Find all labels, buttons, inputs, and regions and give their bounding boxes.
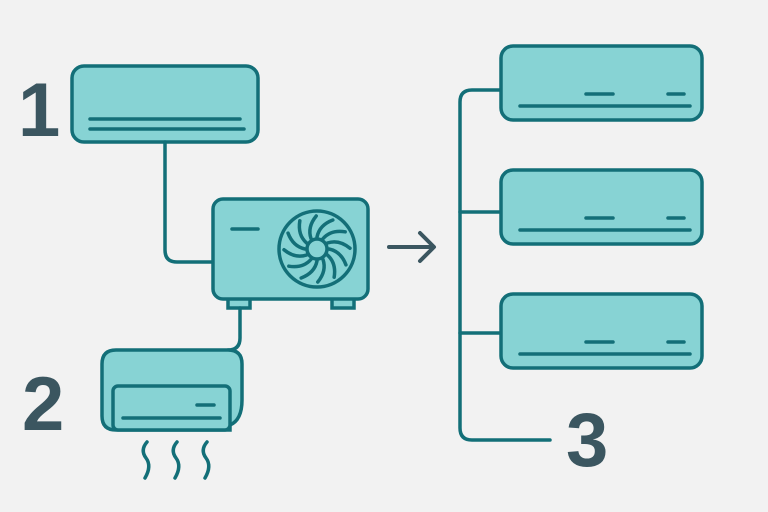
- outdoor-unit: [211, 197, 370, 310]
- indoor-unit-3-3: [499, 292, 704, 370]
- arrow-right-icon: [387, 231, 436, 263]
- indoor-unit-1: [70, 64, 260, 144]
- indoor-unit-3-2: [499, 168, 704, 246]
- indoor-unit-3-1: [499, 44, 704, 122]
- heat-waves-icon: [141, 440, 211, 480]
- label-2: 2: [22, 362, 64, 447]
- indoor-unit-2: [100, 348, 244, 432]
- multi-split-trunk-pipe: [458, 88, 552, 442]
- label-1: 1: [18, 68, 60, 153]
- pipe-2: [226, 306, 242, 352]
- label-3: 3: [566, 398, 608, 483]
- fan-icon: [277, 209, 357, 289]
- pipe-1: [163, 140, 215, 264]
